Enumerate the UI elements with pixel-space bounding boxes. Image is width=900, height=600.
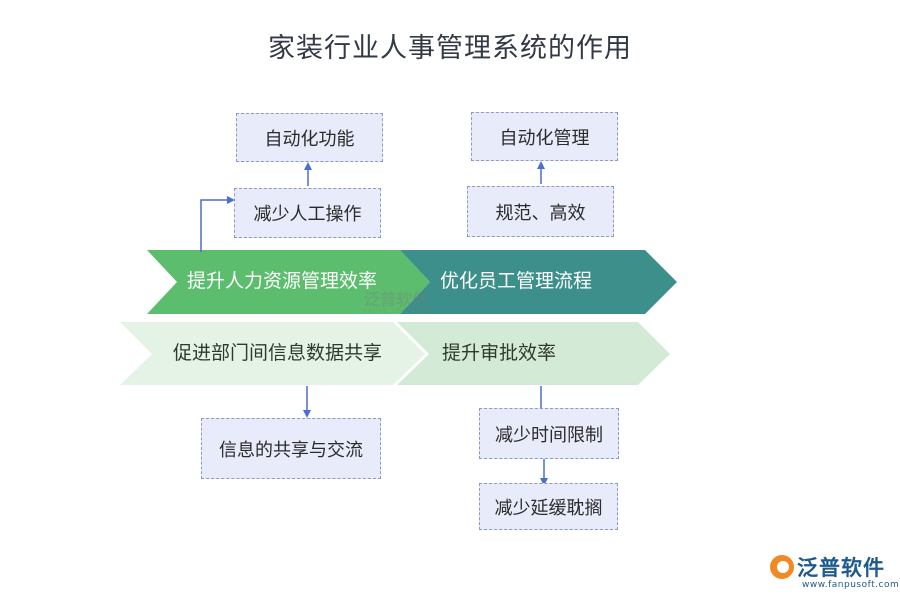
- band-hr-efficiency-label: 提升人力资源管理效率: [187, 270, 378, 292]
- band-info-sharing: [120, 322, 425, 385]
- watermark-sub: FANPU SOFTWARE: [364, 308, 433, 315]
- watermark-name: 泛普软件: [364, 290, 429, 309]
- brand-logo: 泛普软件: [770, 552, 885, 582]
- page-title: 家装行业人事管理系统的作用: [268, 33, 632, 64]
- box-standard-efficient: 规范、高效: [467, 186, 614, 237]
- logo-icon: [770, 555, 794, 579]
- box-reduce-delay: 减少延缓耽搁: [479, 483, 618, 530]
- band-optimize-process-label: 优化员工管理流程: [440, 270, 593, 292]
- band-approval-efficiency-label: 提升审批效率: [442, 342, 557, 364]
- band-optimize-process: [400, 250, 677, 314]
- watermark: 泛普软件 FANPU SOFTWARE: [364, 292, 433, 316]
- logo-text: 泛普软件: [797, 556, 885, 580]
- box-reduce-manual: 减少人工操作: [234, 188, 381, 238]
- band-info-sharing-label: 促进部门间信息数据共享: [173, 342, 383, 364]
- box-auto-function: 自动化功能: [236, 113, 383, 162]
- arrow-band-to-reduce-manual: [200, 196, 235, 252]
- box-auto-management: 自动化管理: [471, 112, 618, 161]
- band-hr-efficiency: [147, 250, 430, 314]
- box-info-sharing: 信息的共享与交流: [201, 418, 381, 479]
- band-approval-efficiency: [397, 322, 670, 385]
- box-reduce-time: 减少时间限制: [479, 408, 619, 459]
- logo-url: www.fanpusoft.com: [802, 580, 900, 590]
